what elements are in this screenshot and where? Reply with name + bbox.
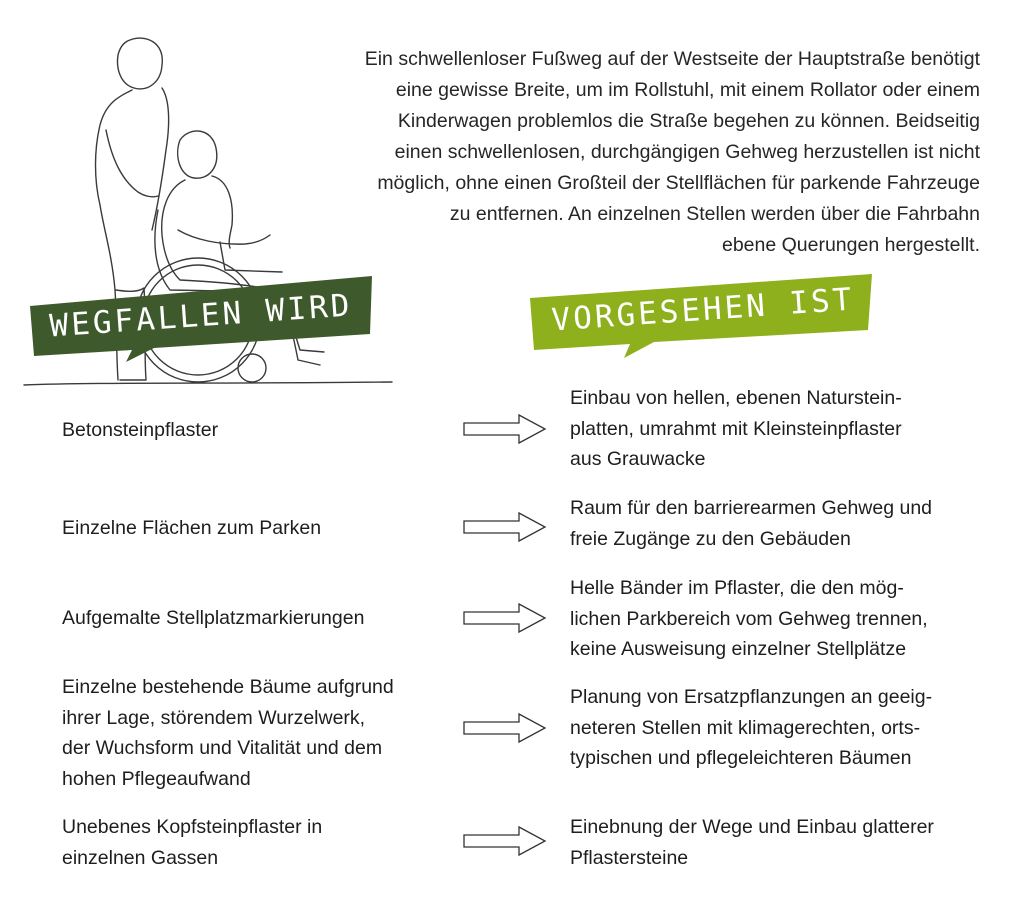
removed-item: Betonsteinpflaster — [62, 419, 219, 441]
planned-banner: VORGESEHEN IST — [530, 272, 876, 360]
planned-item: Einbau von hellen, ebenen Naturstein- pl… — [570, 387, 902, 470]
seated-person-head — [176, 130, 218, 179]
seated-person-body — [161, 175, 321, 366]
intro-line: Kinderwagen problemlos die Straße begehe… — [397, 110, 980, 132]
planned-item: Einebnung der Wege und Einbau glatterer … — [570, 816, 934, 869]
standing-person-body — [94, 87, 170, 381]
removed-banner: WEGFALLEN WIRD — [28, 276, 374, 364]
standing-person-head — [116, 37, 163, 90]
intro-paragraph: Ein schwellenloser Fußweg auf der Westse… — [250, 44, 980, 261]
intro-line: einen schwellenlosen, durchgängigen Gehw… — [394, 141, 980, 163]
ground-line — [23, 381, 393, 386]
intro-line: Ein schwellenloser Fußweg auf der Westse… — [364, 48, 980, 70]
intro-line: ebene Querungen hergestellt. — [721, 234, 980, 256]
removed-item: Einzelne Flächen zum Parken — [62, 517, 322, 539]
intro-line: möglich, ohne einen Großteil der Stellfl… — [377, 172, 980, 194]
removed-item: Aufgemalte Stellplatzmarkierungen — [62, 607, 365, 629]
intro-line: eine gewisse Breite, um im Rollstuhl, mi… — [395, 79, 980, 101]
removed-item: Einzelne bestehende Bäume aufgrund ihrer… — [62, 676, 394, 790]
planned-banner-shape — [530, 274, 872, 358]
planned-item: Planung von Ersatzpflanzungen an geeig- … — [570, 686, 933, 769]
planned-item: Raum für den barrierearmen Gehweg und fr… — [570, 497, 933, 550]
wheelchair-small-wheel — [237, 353, 267, 383]
arrow-right-icon — [463, 413, 547, 445]
removed-item: Unebenes Kopfsteinpflaster in einzelnen … — [62, 816, 323, 869]
removed-banner-shape — [30, 276, 372, 362]
arrow-right-icon — [463, 511, 547, 543]
arrow-right-icon — [463, 712, 547, 744]
intro-line: zu entfernen. An einzelnen Stellen werde… — [449, 203, 980, 225]
arrow-right-icon — [463, 825, 547, 857]
planned-item: Helle Bänder im Pflaster, die den mög- l… — [570, 577, 928, 660]
arrow-right-icon — [463, 602, 547, 634]
